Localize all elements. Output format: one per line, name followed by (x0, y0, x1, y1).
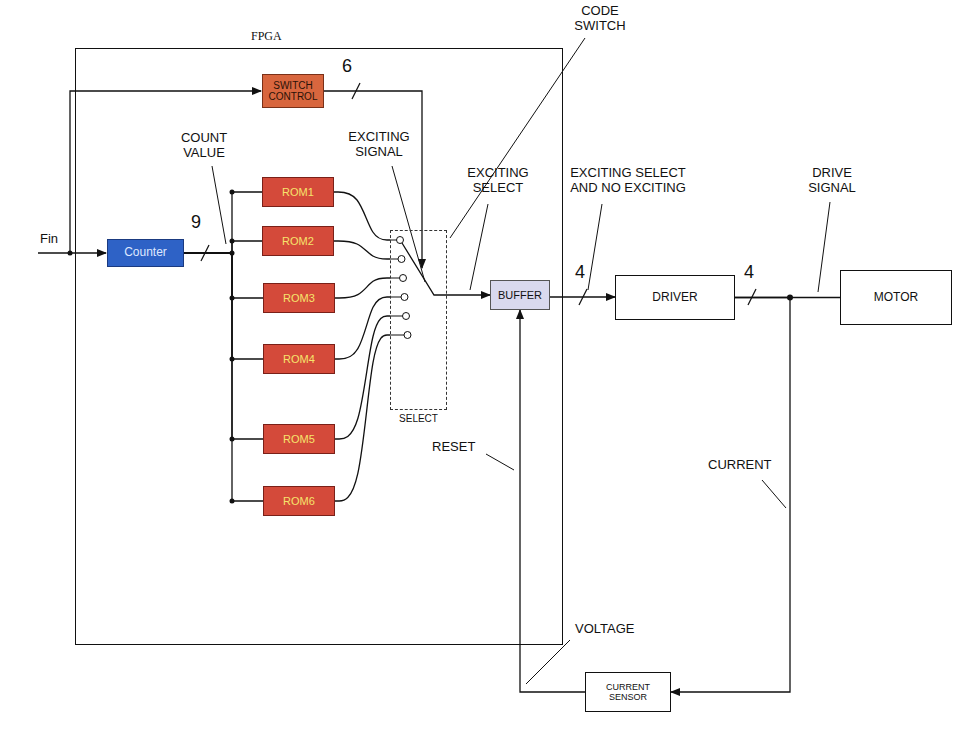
junction-dot (230, 296, 235, 301)
signal-label: DRIVE SIGNAL (792, 166, 872, 196)
node-label: SELECT (391, 413, 446, 425)
node-label: SWITCH CONTROL (263, 80, 323, 103)
bus-width-number: 4 (744, 262, 764, 283)
node-label: MOTOR (874, 291, 918, 305)
contact-stub (390, 335, 404, 336)
junction-dot (230, 499, 235, 504)
signal-label: EXCITING SIGNAL (334, 130, 424, 160)
driver-box: DRIVER (615, 275, 735, 320)
select-switch: SELECT (390, 230, 447, 410)
node-label: BUFFER (498, 289, 542, 302)
signal-wire (447, 294, 490, 295)
signal-wire (335, 335, 390, 501)
switch-arm (402, 243, 447, 295)
switch-contacts (390, 237, 447, 339)
junction-dot (230, 190, 235, 195)
signal-wire (550, 296, 615, 297)
bus-width-number: 4 (575, 262, 595, 283)
rom-box: ROM4 (263, 344, 335, 374)
signal-wire (184, 241, 262, 253)
signal-label: COUNT VALUE (166, 131, 242, 161)
node-label: DRIVER (652, 291, 697, 305)
signal-label: RESET (432, 440, 492, 455)
switch-contact (404, 332, 411, 339)
node-label: ROM6 (283, 495, 315, 508)
fpga-boundary: FPGASWITCH CONTROLCounterROM1ROM2ROM3ROM… (75, 48, 563, 645)
junction-dot (787, 295, 793, 301)
node-label: ROM2 (282, 235, 314, 248)
signal-wire (184, 192, 262, 253)
buffer-box: BUFFER (490, 280, 550, 310)
signal-wire (335, 316, 390, 439)
rom-box: ROM6 (263, 486, 335, 516)
node-label: ROM5 (283, 433, 315, 446)
junction-dot (230, 239, 235, 244)
signal-label: EXCITING SELECT (455, 166, 541, 196)
junction-dot (230, 357, 235, 362)
signal-label: VOLTAGE (575, 622, 645, 637)
switch-contact (400, 275, 407, 282)
junction-dot (68, 251, 73, 256)
signal-wire (335, 297, 390, 359)
current-sensor-box: CURRENT SENSOR (585, 672, 671, 712)
rom-box: ROM2 (262, 226, 334, 256)
switch-contact (403, 313, 410, 320)
input-wire (38, 91, 261, 253)
signal-wire (671, 298, 790, 693)
contact-stub (390, 278, 400, 279)
signal-label: CODE SWITCH (560, 4, 640, 34)
signal-wire (184, 253, 263, 359)
switch-contact (401, 294, 408, 301)
rom-box: ROM5 (263, 424, 335, 454)
signal-wire (184, 253, 263, 501)
signal-wire (334, 192, 390, 240)
bus-width-number: 6 (342, 56, 362, 77)
contact-stub (390, 297, 401, 298)
signal-wire (184, 253, 263, 298)
leader-line (212, 38, 830, 684)
switch-contact (397, 237, 404, 244)
switch-contact (398, 256, 405, 263)
junction-dot (230, 251, 235, 256)
counter-box: Counter (107, 239, 184, 267)
bus-tick (201, 83, 756, 305)
contact-stub (390, 259, 398, 260)
junction-dot (230, 437, 235, 442)
bus-width-number: 9 (191, 212, 211, 233)
node-label: ROM1 (282, 186, 314, 199)
signal-label: Fin (40, 232, 70, 247)
node-label: FPGA (76, 30, 562, 44)
signal-wire (184, 253, 263, 439)
node-label: ROM4 (283, 353, 315, 366)
node-label: ROM3 (283, 292, 315, 305)
signal-wire (334, 241, 390, 259)
signal-wire (335, 278, 390, 298)
contact-stub (390, 316, 403, 317)
node-label: Counter (124, 246, 167, 260)
signal-wire (324, 91, 422, 268)
rom-box: ROM3 (263, 283, 335, 313)
rom-box: ROM1 (262, 177, 334, 207)
motor-box: MOTOR (840, 270, 952, 325)
signal-label: CURRENT (708, 458, 778, 473)
node-label: CURRENT SENSOR (586, 682, 670, 703)
switch-control-box: SWITCH CONTROL (262, 74, 324, 108)
signal-label: EXCITING SELECT AND NO EXCITING (560, 166, 696, 196)
